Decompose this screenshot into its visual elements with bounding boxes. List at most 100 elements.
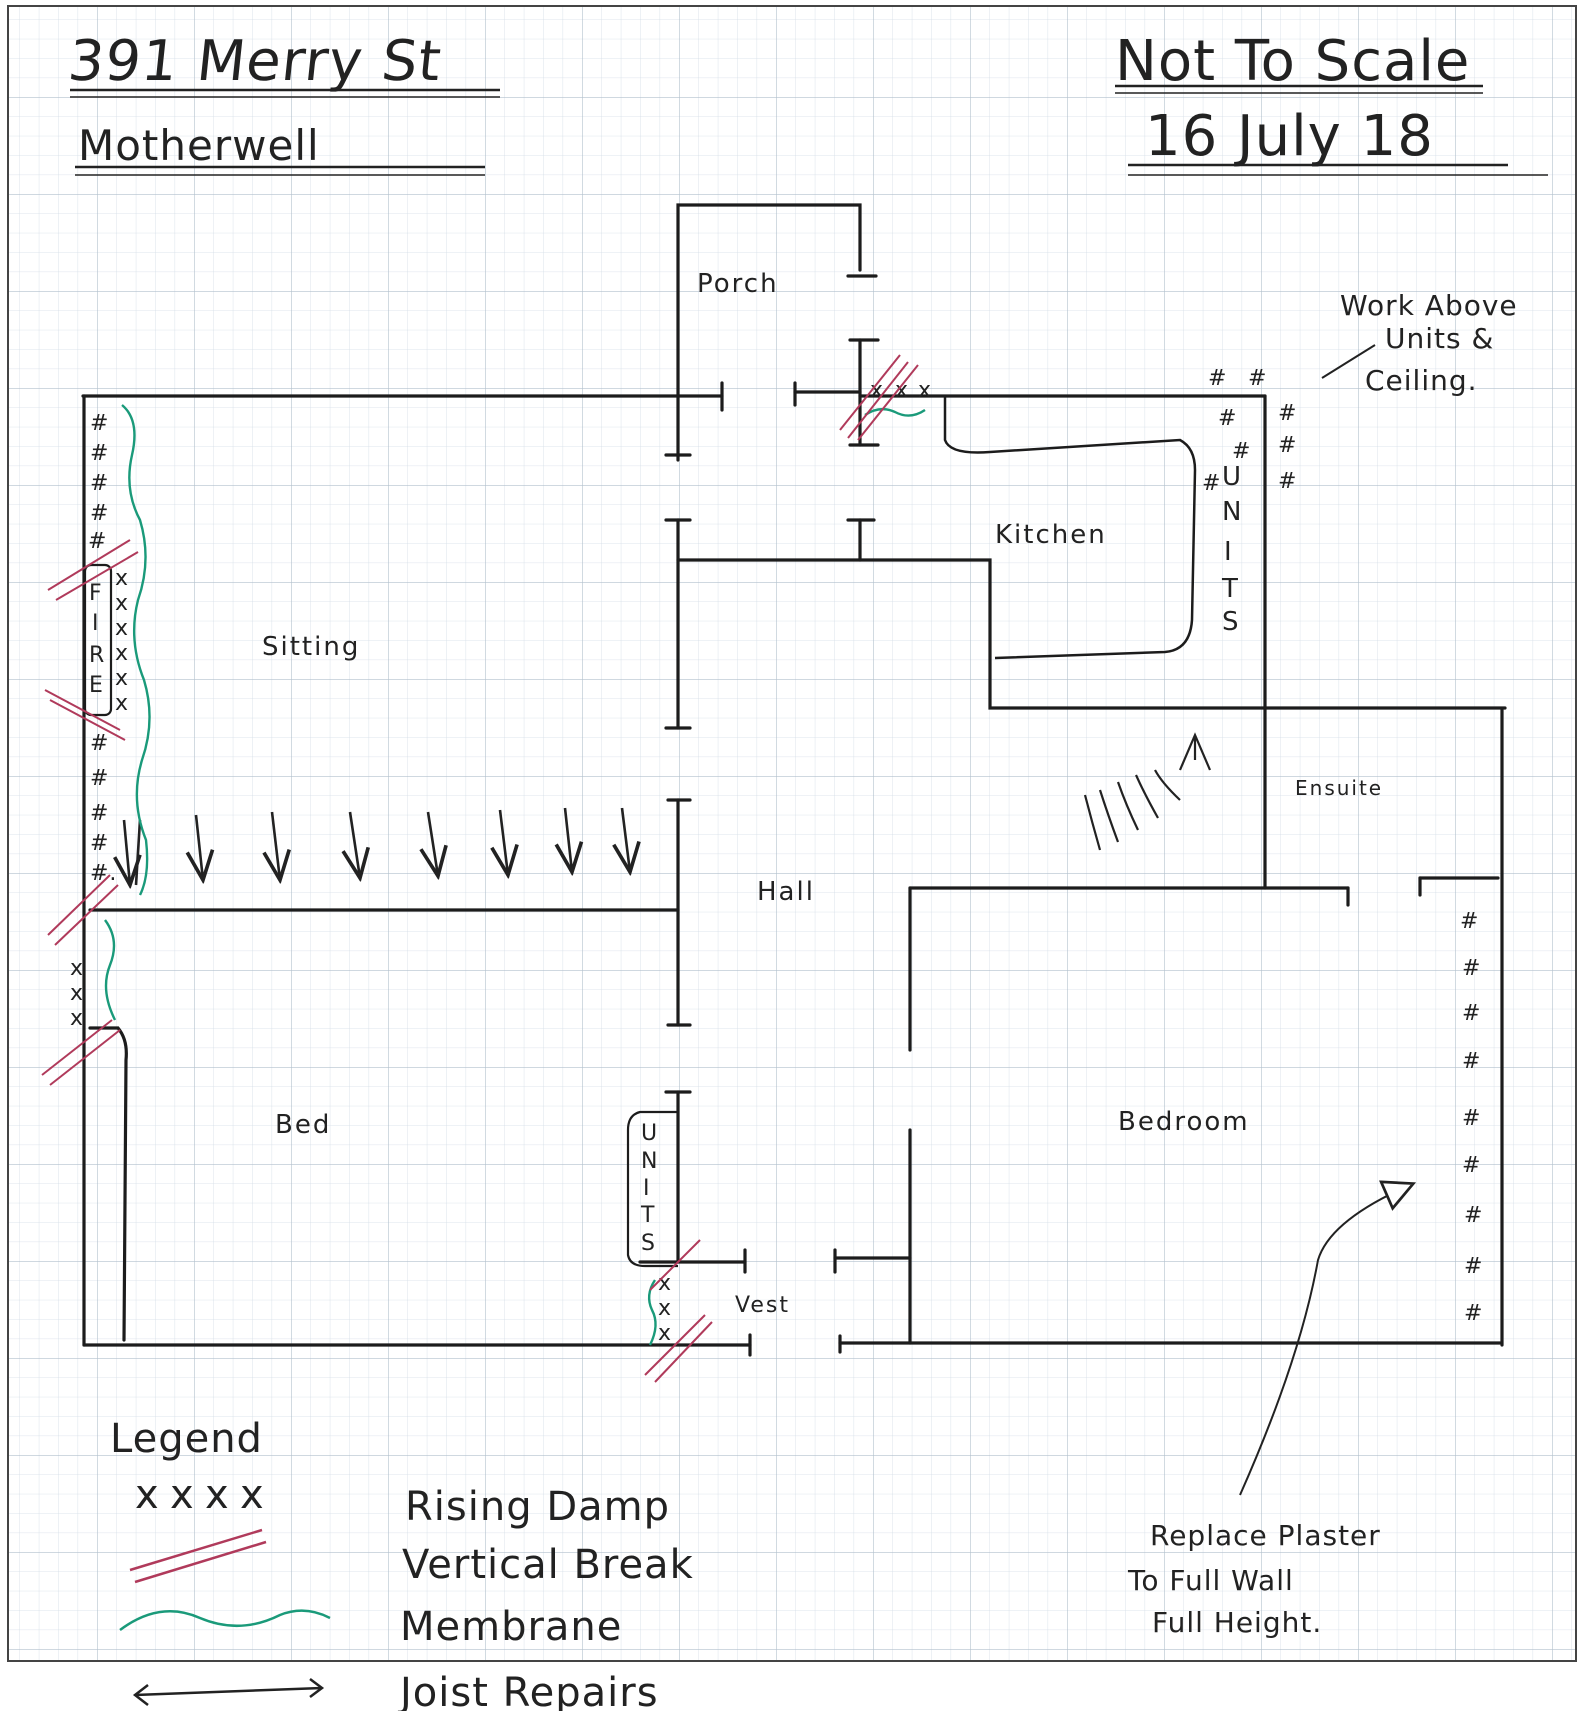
- svg-text:x: x: [895, 378, 909, 403]
- walls: [81, 203, 1507, 1357]
- note-work-above-2: Units &: [1385, 322, 1494, 355]
- vertical-break-marks: [41, 354, 919, 1383]
- room-ensuite: Ensuite: [1295, 776, 1383, 800]
- svg-text:x: x: [170, 1472, 195, 1518]
- svg-text:#: #: [88, 529, 107, 554]
- svg-text:x: x: [205, 1472, 230, 1518]
- drawing-date: 16 July 18: [1145, 104, 1434, 169]
- fire-letters: F I R E: [89, 581, 105, 698]
- svg-text:x: x: [115, 591, 129, 616]
- svg-text:#: #: [1464, 1301, 1483, 1326]
- svg-text:U: U: [1222, 462, 1242, 492]
- svg-text:S: S: [641, 1231, 656, 1256]
- svg-text:N: N: [641, 1149, 658, 1174]
- svg-text:#: #: [1464, 1254, 1483, 1279]
- svg-text:S: S: [1222, 607, 1240, 637]
- svg-text:x: x: [658, 1271, 672, 1296]
- steps-arcs: [1083, 769, 1181, 851]
- svg-text:#: #: [90, 411, 109, 436]
- svg-text:x: x: [135, 1472, 160, 1518]
- svg-text:#: #: [1202, 471, 1221, 496]
- scale-note: Not To Scale: [1115, 29, 1470, 94]
- svg-text:I: I: [1224, 537, 1233, 567]
- svg-text:#: #: [1462, 956, 1481, 981]
- svg-text:x: x: [115, 691, 129, 716]
- svg-text:T: T: [1221, 574, 1239, 604]
- svg-text:#: #: [90, 731, 109, 756]
- svg-text:x: x: [115, 616, 129, 641]
- legend-membrane-label: Membrane: [400, 1604, 622, 1650]
- north-arrow-icon: [1178, 732, 1212, 771]
- svg-text:#: #: [90, 766, 109, 791]
- legend-vertical-break-symbol: [129, 1528, 267, 1584]
- room-porch: Porch: [697, 269, 779, 299]
- replace-plaster-pointer: [1239, 1180, 1417, 1496]
- svg-text:#: #: [90, 831, 109, 856]
- kitchen-units-outline: [943, 396, 1197, 660]
- note-replace-plaster-1: Replace Plaster: [1150, 1519, 1381, 1552]
- legend-rising-damp-label: Rising Damp: [405, 1484, 670, 1530]
- svg-text:#: #: [1278, 469, 1297, 494]
- svg-text:#: #: [1248, 366, 1267, 391]
- legend-joist-repair-symbol: [132, 1678, 325, 1706]
- svg-text:x: x: [658, 1296, 672, 1321]
- svg-text:R: R: [89, 643, 105, 668]
- note-work-above-1: Work Above: [1340, 289, 1518, 322]
- svg-text:#: #: [90, 471, 109, 496]
- svg-text:I: I: [92, 611, 100, 636]
- svg-text:#: #: [90, 441, 109, 466]
- room-vest: Vest: [735, 1293, 790, 1318]
- svg-text:x: x: [70, 956, 84, 981]
- fire-outline: [83, 563, 113, 717]
- svg-text:#: #: [90, 801, 109, 826]
- svg-text:#: #: [1278, 401, 1297, 426]
- joist-repair-arrows: [124, 807, 630, 885]
- bed-units-letters: U N I T S: [640, 1121, 658, 1256]
- graph-paper-grid: [7, 5, 1577, 1662]
- svg-text:#: #: [1462, 1049, 1481, 1074]
- kitchen-units-letters: U N I T S: [1221, 462, 1242, 637]
- svg-text:#: #: [1464, 1203, 1483, 1228]
- svg-text:#: #: [1218, 406, 1237, 431]
- room-hall: Hall: [757, 877, 815, 907]
- legend-title: Legend: [110, 1416, 263, 1462]
- svg-text:T: T: [640, 1203, 655, 1228]
- svg-text:U: U: [641, 1121, 658, 1146]
- svg-text:#: #: [1462, 1106, 1481, 1131]
- svg-text:F: F: [89, 581, 103, 606]
- bed-units-outline: [626, 1110, 678, 1268]
- address-line-2: Motherwell: [78, 121, 320, 170]
- svg-text:E: E: [89, 673, 104, 698]
- svg-text:#: #: [1208, 366, 1227, 391]
- room-bed: Bed: [275, 1110, 331, 1140]
- svg-text:N: N: [1222, 497, 1242, 527]
- svg-text:x: x: [115, 566, 129, 591]
- svg-text:#: #: [1462, 1153, 1481, 1178]
- svg-text:#: #: [1232, 439, 1251, 464]
- svg-text:I: I: [643, 1176, 651, 1201]
- svg-text:x: x: [658, 1321, 672, 1346]
- svg-text:#: #: [90, 501, 109, 526]
- svg-text:#: #: [1462, 1001, 1481, 1026]
- note-work-above-3: Ceiling.: [1365, 364, 1478, 397]
- note-replace-plaster-3: Full Height.: [1152, 1606, 1322, 1639]
- svg-text:x: x: [70, 981, 84, 1006]
- room-kitchen: Kitchen: [995, 520, 1107, 550]
- note-replace-plaster-2: To Full Wall: [1127, 1564, 1294, 1597]
- legend-joist-repair-label: Joist Repairs: [397, 1670, 659, 1711]
- room-sitting: Sitting: [262, 632, 360, 662]
- room-bedroom: Bedroom: [1118, 1107, 1250, 1137]
- svg-text:#: #: [1460, 909, 1479, 934]
- svg-text:#: #: [1278, 433, 1297, 458]
- svg-text:x: x: [115, 666, 129, 691]
- address-line-1: 391 Merry St: [65, 29, 445, 94]
- svg-text:x: x: [70, 1006, 84, 1031]
- svg-text:x: x: [918, 378, 932, 403]
- svg-text:x: x: [240, 1472, 265, 1518]
- legend-membrane-symbol: [119, 1609, 331, 1632]
- legend-vertical-break-label: Vertical Break: [402, 1542, 694, 1588]
